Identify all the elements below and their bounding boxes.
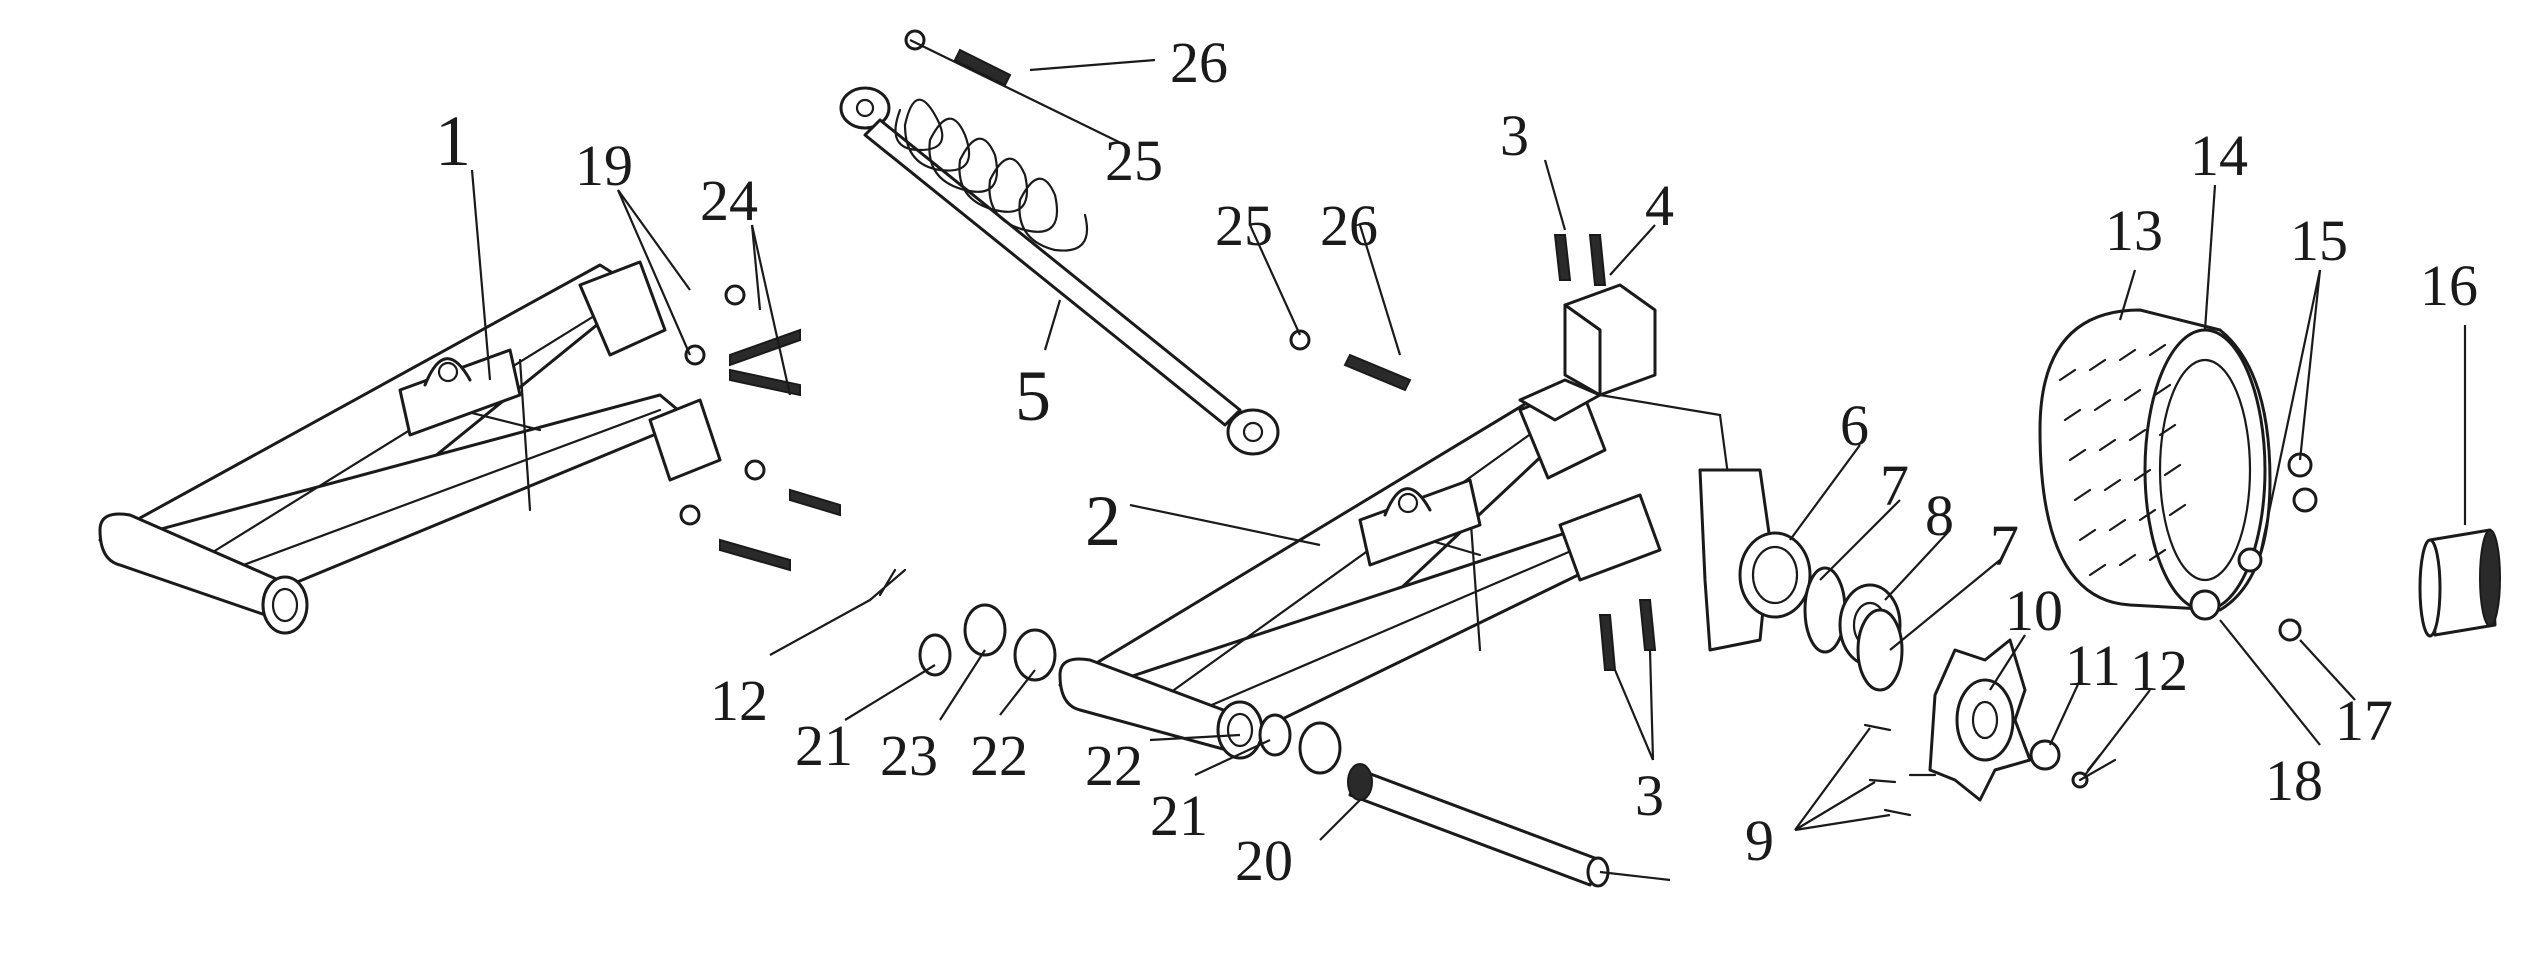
wheel-hub: [1928, 638, 2032, 802]
callout-3: 3: [1635, 763, 1664, 828]
bearing-group: [1803, 566, 1904, 692]
callout-15: 15: [2290, 208, 2348, 273]
callout-21: 21: [795, 713, 853, 778]
a-arm-right: [1058, 383, 1662, 760]
hardware: [679, 29, 2318, 817]
callout-18: 18: [2265, 748, 2323, 813]
shock-absorber: [839, 86, 1280, 456]
mounting-bracket: [1518, 283, 1732, 492]
callout-7: 7: [1880, 453, 1909, 518]
callout-25: 25: [1215, 193, 1273, 258]
callout-21: 21: [1150, 783, 1208, 848]
callout-6: 6: [1840, 393, 1869, 458]
axle-cap: [2418, 528, 2501, 638]
callout-2: 2: [1085, 481, 1121, 561]
callout-17: 17: [2335, 688, 2393, 753]
callout-26: 26: [1320, 193, 1378, 258]
callout-9: 9: [1745, 808, 1774, 873]
callout-14: 14: [2190, 123, 2248, 188]
callout-13: 13: [2105, 198, 2163, 263]
callout-12: 12: [2130, 638, 2188, 703]
callout-10: 10: [2005, 578, 2063, 643]
callout-16: 16: [2420, 253, 2478, 318]
leader-lines: [470, 39, 2467, 841]
axle-shaft: [1347, 763, 1671, 888]
callout-25: 25: [1105, 128, 1163, 193]
callout-23: 23: [880, 723, 938, 788]
callout-19: 19: [575, 133, 633, 198]
callout-5: 5: [1015, 356, 1051, 436]
tire-and-rim: [2038, 308, 2272, 612]
callout-labels: 1 2 3 3 4 5 6 7 7 8 9 10 11 12 12 13 14 …: [435, 30, 2478, 893]
callout-4: 4: [1645, 173, 1674, 238]
callout-20: 20: [1235, 828, 1293, 893]
callout-22: 22: [1085, 733, 1143, 798]
callout-7: 7: [1990, 513, 2019, 578]
callout-1: 1: [435, 101, 471, 181]
callout-12: 12: [710, 668, 768, 733]
steering-knuckle: [1698, 468, 1812, 652]
a-arm-left: [98, 260, 722, 635]
callout-11: 11: [2065, 633, 2121, 698]
callout-3: 3: [1500, 103, 1529, 168]
callout-22: 22: [970, 723, 1028, 788]
callout-26: 26: [1170, 30, 1228, 95]
callout-24: 24: [700, 168, 758, 233]
callout-8: 8: [1925, 483, 1954, 548]
